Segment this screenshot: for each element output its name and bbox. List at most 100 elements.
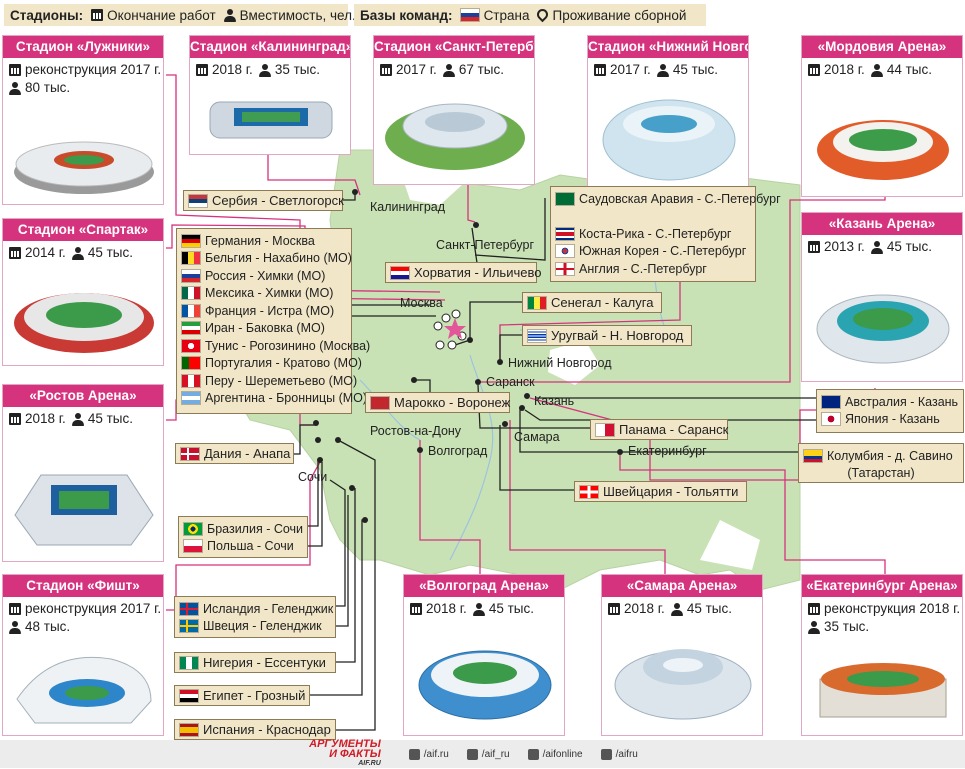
stadium-year: 2013 г. [824, 239, 865, 254]
social-ok[interactable]: /aif_ru [466, 748, 510, 760]
england-flag-icon [556, 262, 574, 275]
stadium-title: «Мордовия Арена» [802, 36, 962, 58]
person-icon [472, 602, 485, 616]
stadium-capacity: 67 тыс. [458, 62, 504, 77]
stadium-card-ekb: «Екатеринбург Арена» реконструкция 2018 … [801, 574, 963, 736]
south-korea-flag-icon [556, 245, 574, 258]
person-icon [223, 8, 236, 22]
team-label-secondary: (Татарстан) [847, 466, 915, 481]
stadium-year: 2018 г. [624, 601, 665, 616]
city-samara: Самара [514, 430, 560, 444]
stadium-illustration [602, 99, 736, 181]
team-group-gelendzhik: Исландия - Геленджик Швеция - Геленджик [174, 596, 336, 638]
team-label: Перу - Шереметьево (МО) [205, 373, 358, 388]
stadium-capacity: 45 тыс. [686, 601, 732, 616]
team-label: Австралия - Казань [845, 394, 959, 409]
stadium-card-rostov: «Ростов Арена» 2018 г.45 тыс. [2, 384, 164, 562]
stadium-illustration [14, 293, 154, 353]
stadium-illustration [14, 474, 154, 546]
calendar-icon [91, 9, 104, 21]
team-label: Япония - Казань [845, 412, 940, 427]
colombia-flag-icon [804, 449, 822, 462]
team-label: Франция - Истра (МО) [205, 303, 335, 318]
argentina-flag-icon [182, 392, 200, 405]
social-twitter[interactable]: /aifonline [527, 748, 583, 760]
calendar-icon [380, 64, 392, 76]
serbia-flag-icon [189, 194, 207, 207]
social-facebook[interactable]: /aif.ru [408, 748, 449, 760]
egypt-flag-icon [180, 689, 198, 702]
team-group-kazan: Австралия - Казань Япония - Казань [816, 389, 964, 433]
team-label: Сенегал - Калуга [551, 295, 654, 310]
stadium-title: Стадион «Нижний Новгород» [588, 36, 748, 58]
city-markers [313, 189, 623, 523]
stadium-title: Стадион «Спартак» [3, 219, 163, 241]
stadium-card-fisht: Стадион «Фишт» реконструкция 2017 г. 48 … [2, 574, 164, 736]
panama-flag-icon [596, 423, 614, 436]
city-moscow: Москва [400, 296, 443, 310]
person-icon [9, 620, 21, 634]
stadium-illustration [418, 650, 552, 720]
portugal-flag-icon [182, 357, 200, 370]
person-icon [656, 63, 669, 77]
stadium-card-luzhniki: Стадион «Лужники» реконструкция 2017 г. … [2, 35, 164, 205]
team-label: Тунис - Рогозинино (Москва) [205, 338, 371, 353]
stadium-illustration [816, 294, 950, 364]
stadium-year: 2017 г. [396, 62, 437, 77]
city-rostov: Ростов-на-Дону [370, 424, 462, 438]
stadium-card-samara: «Самара Арена» 2018 г. 45 тыс. [601, 574, 763, 736]
team-morocco: Марокко - Воронеж [365, 392, 510, 413]
stadium-illustration [819, 663, 947, 718]
team-group-sochi: Бразилия - Сочи Польша - Сочи [178, 516, 308, 558]
team-label: Германия - Москва [205, 233, 315, 248]
calendar-icon [9, 603, 21, 615]
moscow-star-icon [444, 318, 466, 339]
tunisia-flag-icon [182, 339, 200, 352]
calendar-icon [608, 603, 620, 615]
city-nn: Нижний Новгород [508, 356, 612, 370]
city-kaliningrad: Калининград [370, 200, 446, 214]
team-label: Англия - С.-Петербург [579, 261, 707, 276]
calendar-icon [594, 64, 606, 76]
stadium-capacity: 80 тыс. [25, 80, 71, 95]
stadium-illustration [385, 103, 525, 170]
morocco-flag-icon [371, 396, 389, 409]
team-switzerland: Швейцария - Тольятти [574, 481, 747, 502]
iceland-flag-icon [180, 602, 198, 615]
stadium-title: Стадион «Санкт-Петербург» [374, 36, 534, 58]
legend-capacity: Вместимость, чел. [239, 7, 356, 23]
stadium-title: «Самара Арена» [602, 575, 762, 597]
map-water [700, 520, 760, 570]
sweden-flag-icon [180, 620, 198, 633]
team-denmark: Дания - Анапа [175, 443, 294, 464]
team-label: Исландия - Геленджик [203, 601, 334, 616]
team-colombia: Колумбия - д. Савино (Татарстан) [798, 443, 964, 483]
stadium-card-volgograd: «Волгоград Арена» 2018 г.45 тыс. [403, 574, 565, 736]
legend-stadiums-title: Стадионы: [10, 7, 84, 23]
map-water [548, 340, 600, 385]
stadium-capacity: 45 тыс. [87, 245, 133, 260]
poland-flag-icon [184, 540, 202, 553]
denmark-flag-icon [181, 447, 199, 460]
stadium-title: «Екатеринбург Арена» [802, 575, 962, 597]
nigeria-flag-icon [180, 656, 198, 669]
stadium-capacity: 45 тыс. [87, 411, 133, 426]
calendar-icon [808, 603, 820, 615]
stadium-capacity: 35 тыс. [824, 619, 870, 634]
social-vk[interactable]: /aifru [600, 748, 638, 760]
calendar-icon [410, 603, 422, 615]
legend-stadiums: Стадионы: Окончание работ Вместимость, ч… [4, 4, 356, 26]
uruguay-flag-icon [528, 329, 546, 342]
stadium-illustration [817, 120, 949, 180]
legend-bases-title: Базы команд: [360, 7, 453, 23]
stadium-illustration [14, 141, 154, 194]
team-label: Аргентина - Бронницы (МО) [205, 391, 368, 406]
costa-rica-flag-icon [556, 227, 574, 240]
calendar-icon [9, 64, 21, 76]
facebook-icon [408, 748, 420, 760]
person-icon [808, 620, 820, 634]
team-label: Португалия - Кратово (МО) [205, 356, 362, 371]
vk-icon [600, 748, 612, 760]
france-flag-icon [182, 304, 200, 317]
